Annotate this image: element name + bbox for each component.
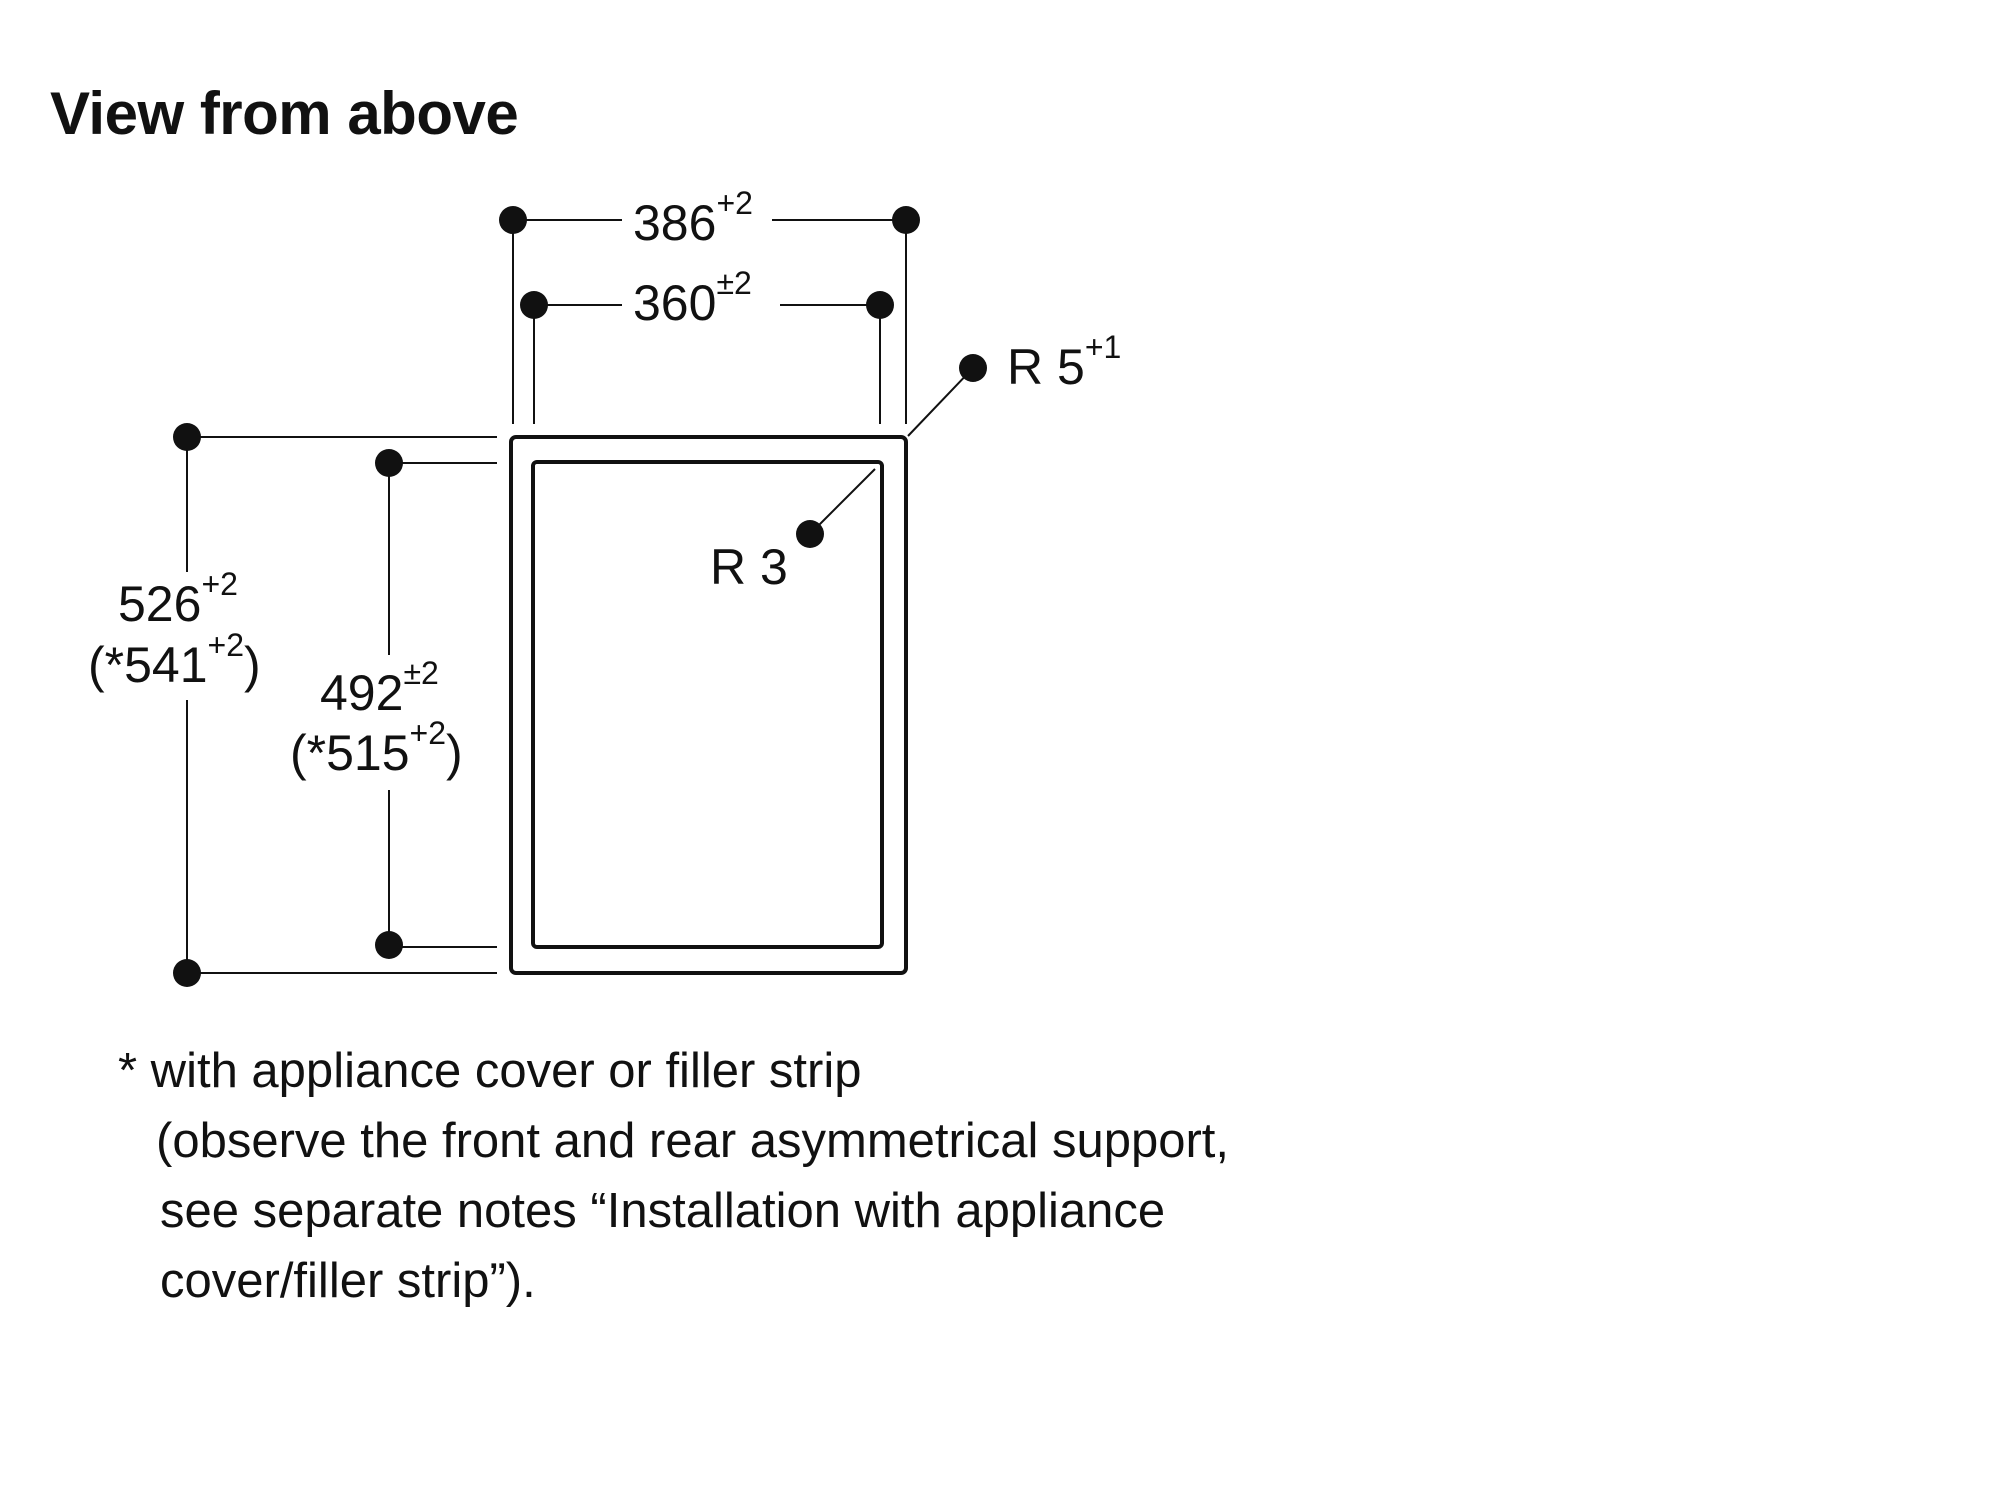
dimension-point bbox=[173, 423, 201, 451]
inner-width-label: 360±2 bbox=[633, 265, 752, 331]
inner-depth-alt-label: (*515+2) bbox=[290, 715, 463, 781]
outer-radius-label: R 5+1 bbox=[1007, 329, 1121, 395]
footnote-line: (observe the front and rear asymmetrical… bbox=[156, 1114, 1230, 1168]
inner-radius-leader bbox=[809, 468, 876, 535]
page-title: View from above bbox=[50, 80, 519, 147]
footnote: * with appliance cover or filler strip (… bbox=[118, 1036, 1229, 1316]
dimension-point bbox=[173, 959, 201, 987]
outer-depth-label: 526+2 bbox=[118, 566, 238, 632]
dimension-point bbox=[796, 520, 824, 548]
footnote-line: cover/filler strip”). bbox=[160, 1254, 536, 1308]
outer-depth-dimension bbox=[186, 436, 497, 974]
inner-depth-dimension bbox=[388, 462, 497, 948]
inner-width-dimension bbox=[533, 304, 881, 424]
inner-radius-label: R 3 bbox=[710, 539, 788, 595]
dimension-point bbox=[520, 291, 548, 319]
inner-cutout-outline bbox=[531, 460, 884, 949]
outer-width-dimension bbox=[512, 219, 907, 424]
dimension-point bbox=[892, 206, 920, 234]
dimension-point bbox=[375, 449, 403, 477]
dimension-point bbox=[499, 206, 527, 234]
outer-cutout-outline bbox=[509, 435, 908, 975]
dimension-point bbox=[866, 291, 894, 319]
footnote-line: see separate notes “Installation with ap… bbox=[160, 1184, 1166, 1238]
outer-radius-leader bbox=[907, 367, 974, 437]
inner-depth-label: 492±2 bbox=[320, 655, 439, 721]
outer-width-label: 386+2 bbox=[633, 185, 753, 251]
footnote-line: * with appliance cover or filler strip bbox=[118, 1044, 862, 1098]
dimension-point bbox=[375, 931, 403, 959]
outer-depth-alt-label: (*541+2) bbox=[88, 627, 261, 693]
dimension-point bbox=[959, 354, 987, 382]
